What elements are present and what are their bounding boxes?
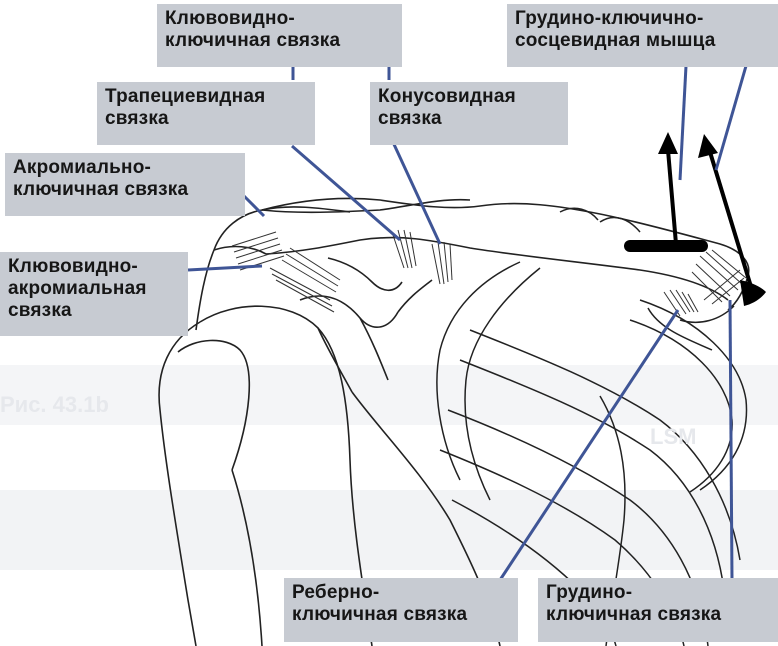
label-line: Клювовидно- — [8, 256, 180, 278]
sternocleidomastoid-attachments — [624, 240, 766, 306]
label-trapezoid-ligament: Трапециевидная связка — [97, 82, 315, 145]
clavicle — [262, 198, 749, 310]
label-line: акромиальная — [8, 278, 180, 300]
muscle-pull-arrows — [658, 132, 752, 290]
label-line: ключичная связка — [546, 604, 770, 626]
label-line: Конусовидная — [378, 86, 560, 108]
label-line: Трапециевидная — [105, 86, 307, 108]
conoid-ligament-fibers — [432, 242, 452, 284]
label-line: Клювовидно- — [165, 8, 394, 30]
sternoclavicular-ligament-fibers — [692, 250, 746, 304]
leader-trapezoid — [292, 146, 400, 240]
label-line: Реберно- — [292, 582, 510, 604]
label-line: связка — [378, 108, 560, 130]
label-line: ключичная связка — [292, 604, 510, 626]
label-line: Грудино- — [546, 582, 770, 604]
label-conoid-ligament: Конусовидная связка — [370, 82, 568, 145]
background-band-top — [0, 365, 778, 425]
sternal-head-attachment — [740, 280, 766, 306]
label-line: Акромиально- — [13, 157, 237, 179]
label-acromioclavicular-ligament: Акромиально- ключичная связка — [5, 153, 245, 216]
label-line: ключичная связка — [165, 30, 394, 52]
background-figure-ref: Рис. 43.1b — [0, 392, 109, 418]
background-fragment: LSM — [650, 424, 696, 450]
label-sternoclavicular-ligament: Грудино- ключичная связка — [538, 578, 778, 642]
label-line: сосцевидная мышца — [515, 30, 770, 52]
leader-scm-sternal — [716, 66, 746, 170]
acromioclavicular-ligament-fibers — [232, 232, 284, 270]
leader-coracoacromial — [188, 266, 262, 270]
clavicular-head-attachment — [624, 240, 708, 252]
label-sternocleidomastoid-muscle: Грудино-ключично- сосцевидная мышца — [507, 4, 778, 67]
sternal-head-arrowhead — [698, 134, 718, 158]
label-coracoacromial-ligament: Клювовидно- акромиальная связка — [0, 252, 188, 336]
label-line: связка — [8, 300, 180, 322]
label-line: Грудино-ключично- — [515, 8, 770, 30]
label-line: ключичная связка — [13, 179, 237, 201]
leader-conoid — [392, 140, 440, 244]
label-coracoclavicular-ligament: Клювовидно- ключичная связка — [157, 4, 402, 67]
leader-sternoclavicular — [730, 300, 732, 580]
label-line: связка — [105, 108, 307, 130]
sternal-head-arrow — [710, 152, 752, 290]
sternum-outline — [560, 208, 734, 350]
leader-scm-clavicular — [680, 66, 686, 180]
clavicular-head-arrowhead — [658, 132, 678, 154]
label-costoclavicular-ligament: Реберно- ключичная связка — [284, 578, 518, 642]
leader-acromioclavicular — [244, 196, 264, 216]
